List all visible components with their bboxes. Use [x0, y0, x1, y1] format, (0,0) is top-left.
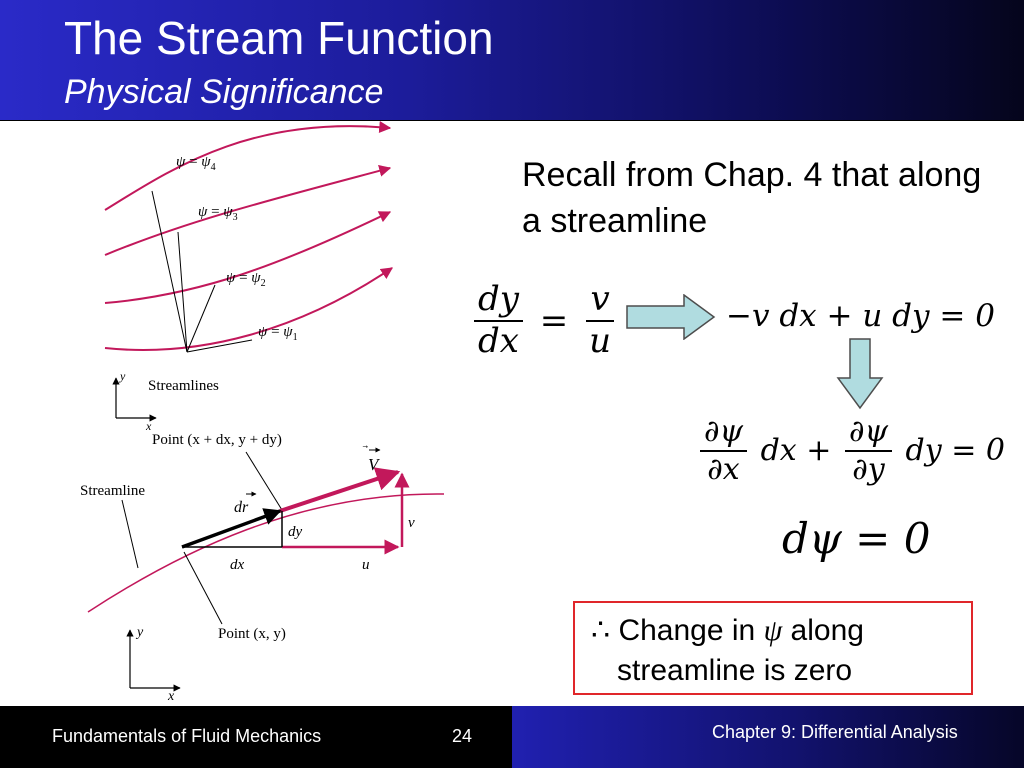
streamline-psi4 [104, 121, 392, 211]
point-top-label: Point (x + dx, y + dy) [152, 432, 282, 448]
streamline-diagram: ψ = ψ4 ψ = ψ3 ψ = ψ2 ψ = ψ1 Streamlines … [80, 121, 445, 704]
footer-course: Fundamentals of Fluid Mechanics [52, 726, 322, 746]
slide-title: The Stream Function [64, 12, 494, 64]
slide-subtitle: Physical Significance [64, 73, 384, 111]
slide-header: The Stream Function Physical Significanc… [0, 0, 1024, 121]
fraction-dy-dx: dy dx [474, 281, 523, 359]
axis-x-label-lower: x [167, 689, 175, 704]
conclusion-line-1: ∴ Change in ψ along [591, 614, 864, 647]
page-number: 24 [452, 726, 473, 746]
equation-dpsi-zero: dψ = 0 [782, 514, 931, 563]
dr-vector [181, 508, 282, 549]
label-psi4: ψ = ψ4 [176, 154, 216, 173]
point-bottom-label: Point (x, y) [218, 626, 286, 642]
streamline-psi2 [104, 211, 392, 304]
point-top-leader [245, 451, 283, 511]
vector-V-label: V [368, 455, 381, 474]
point-bottom-leader [183, 551, 223, 625]
leader-line [177, 231, 188, 353]
velocity-vector [279, 467, 401, 513]
axis-y-label-upper: y [119, 369, 126, 383]
v-label: v [408, 515, 415, 531]
therefore-symbol: ∴ [591, 614, 611, 647]
streamline-label: Streamline [80, 483, 145, 499]
vector-V-arrow: ⃗ [362, 445, 368, 448]
axis-x-label-upper: x [145, 419, 152, 433]
dy-label: dy [288, 524, 303, 540]
leader-line [151, 190, 188, 353]
footer-left: Fundamentals of Fluid Mechanics 24 [0, 706, 512, 768]
label-psi1: ψ = ψ1 [258, 324, 298, 343]
leader-line [186, 284, 216, 353]
streamline-leader [121, 499, 139, 569]
footer-right: Chapter 9: Differential Analysis [512, 706, 1024, 768]
down-arrow-icon [836, 338, 884, 410]
streamlines-label: Streamlines [148, 378, 219, 394]
axis-y-label-lower: y [135, 625, 144, 640]
recall-text: Recall from Chap. 4 that along a streaml… [522, 156, 982, 240]
dr-label: dr [234, 499, 249, 516]
label-psi2: ψ = ψ2 [226, 270, 266, 289]
right-arrow-icon [626, 294, 716, 340]
footer-chapter: Chapter 9: Differential Analysis [712, 722, 958, 742]
streamline-curve [87, 493, 445, 613]
label-psi3: ψ = ψ3 [198, 204, 238, 223]
streamline-psi1 [104, 267, 393, 351]
fraction-v-u: v u [585, 281, 615, 359]
dx-label: dx [230, 557, 245, 573]
u-label: u [362, 557, 370, 573]
psi-symbol: ψ [763, 614, 783, 647]
equation-dydx: dy dx = v u [474, 281, 615, 359]
conclusion-line-2: streamline is zero [617, 654, 853, 687]
streamline-psi3 [104, 164, 392, 256]
conclusion-box: ∴ Change in ψ along streamline is zero [573, 601, 973, 695]
leader-line [186, 339, 253, 353]
equation-partials: ∂ψ ∂x dx + ∂ψ ∂y dy = 0 [700, 416, 1005, 485]
equation-streamline: −v dx + u dy = 0 [726, 298, 995, 334]
